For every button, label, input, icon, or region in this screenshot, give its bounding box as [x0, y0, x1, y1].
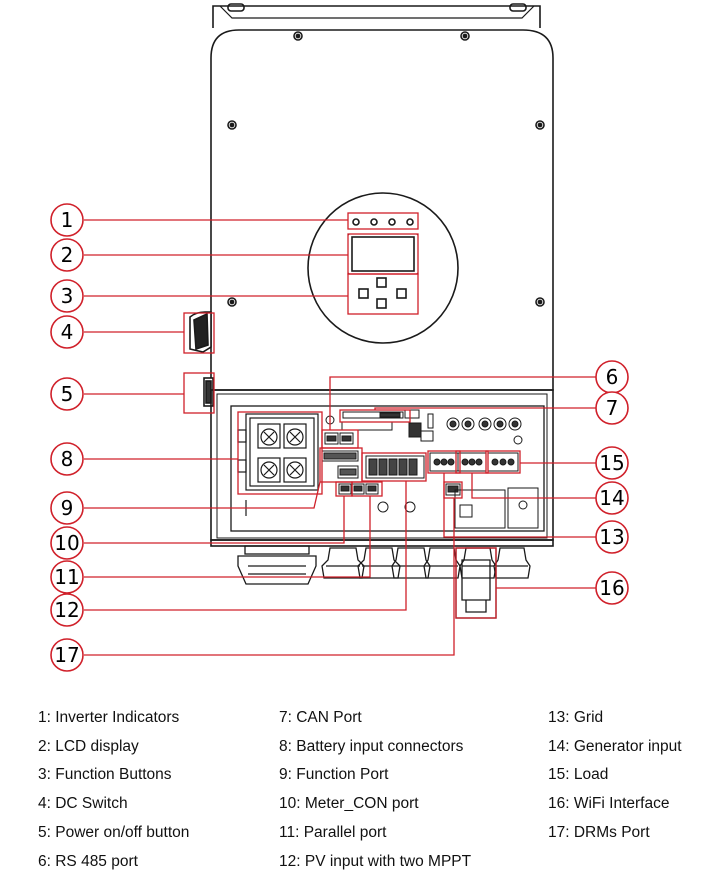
callout-circle	[595, 481, 629, 515]
callout-number: 2	[61, 243, 74, 267]
callout-number: 14	[599, 486, 624, 510]
callout-circle	[595, 520, 629, 554]
callout-number: 8	[61, 447, 74, 471]
legend-item: 17: DRMs Port	[548, 824, 650, 841]
callout-12: 12	[50, 593, 84, 627]
callout-circle	[595, 391, 629, 425]
callout-number: 4	[61, 320, 74, 344]
callout-number: 9	[61, 496, 74, 520]
legend-item: 6: RS 485 port	[38, 853, 138, 870]
callout-circle	[50, 315, 84, 349]
callout-15: 15	[595, 446, 629, 480]
callout-number: 7	[606, 396, 619, 420]
callout-number: 12	[54, 598, 79, 622]
callout-14: 14	[595, 481, 629, 515]
legend-item: 15: Load	[548, 766, 609, 783]
callout-2: 2	[50, 238, 84, 272]
legend-item: 9: Function Port	[279, 766, 389, 783]
callout-number: 3	[61, 284, 74, 308]
legend-item: 4: DC Switch	[38, 795, 128, 812]
legend-item: 8: Battery input connectors	[279, 738, 464, 755]
callout-7: 7	[595, 391, 629, 425]
legend-item: 12: PV input with two MPPT	[279, 853, 472, 870]
callout-5: 5	[50, 377, 84, 411]
callout-circle	[50, 442, 84, 476]
inverter-outline	[189, 3, 554, 619]
callout-circle	[50, 279, 84, 313]
callout-1: 1	[50, 203, 84, 237]
legend-item: 11: Parallel port	[279, 824, 387, 841]
legend-item: 14: Generator input	[548, 738, 682, 755]
legend-item: 5: Power on/off button	[38, 824, 190, 841]
callout-circle	[50, 238, 84, 272]
callout-circle	[50, 491, 84, 525]
callout-number: 10	[54, 531, 79, 555]
legend-item: 10: Meter_CON port	[279, 795, 419, 812]
callout-circle	[50, 560, 84, 594]
callout-10: 10	[50, 526, 84, 560]
callout-circle	[50, 593, 84, 627]
callout-11: 11	[50, 560, 84, 594]
callout-circle	[50, 377, 84, 411]
callout-9: 9	[50, 491, 84, 525]
callout-number: 5	[61, 382, 74, 406]
legend-item: 16: WiFi Interface	[548, 795, 670, 812]
callout-number: 11	[54, 565, 79, 589]
legend-item: 1: Inverter Indicators	[38, 709, 180, 726]
callout-number: 15	[599, 451, 624, 475]
callout-circle	[595, 446, 629, 480]
callout-number: 13	[599, 525, 624, 549]
callout-17: 17	[50, 638, 84, 672]
legend-item: 2: LCD display	[38, 738, 139, 755]
callout-number: 6	[606, 365, 619, 389]
callout-highlights	[84, 212, 596, 656]
callout-circle	[50, 203, 84, 237]
callout-circle	[595, 571, 629, 605]
legend-item: 13: Grid	[548, 709, 604, 726]
callout-3: 3	[50, 279, 84, 313]
callout-6: 6	[595, 360, 629, 394]
callout-16: 16	[595, 571, 629, 605]
callout-13: 13	[595, 520, 629, 554]
callout-circle	[50, 638, 84, 672]
callout-4: 4	[50, 315, 84, 349]
callout-number: 17	[54, 643, 79, 667]
callout-number: 1	[61, 208, 74, 232]
callout-number: 16	[599, 576, 624, 600]
callout-circle	[50, 526, 84, 560]
legend-item: 7: CAN Port	[279, 709, 362, 726]
legend-item: 3: Function Buttons	[38, 766, 172, 783]
callout-8: 8	[50, 442, 84, 476]
legend: 1: Inverter Indicators 2: LCD display 3:…	[0, 700, 728, 883]
